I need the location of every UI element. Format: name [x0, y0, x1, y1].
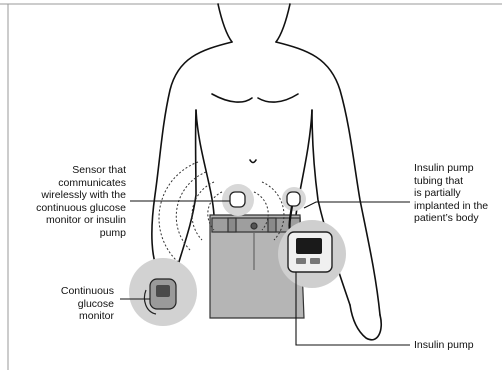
glucose-monitor	[129, 258, 197, 326]
torso-left	[196, 110, 214, 215]
pump-button-left	[296, 258, 306, 264]
left-arm-inner	[176, 110, 196, 272]
sensor-device	[230, 192, 245, 207]
tubing-site-patch	[287, 192, 300, 206]
monitor-screen	[156, 285, 170, 297]
signal-arc-3	[176, 172, 206, 250]
pump-button-right	[310, 258, 320, 264]
right-hand	[350, 305, 381, 340]
jeans-button	[251, 223, 257, 229]
pump-screen	[296, 238, 322, 254]
neck-right	[276, 4, 290, 42]
neck-left	[218, 4, 232, 42]
sensor-label: Sensor that communicates wirelessly with…	[14, 164, 126, 239]
sensor	[222, 184, 254, 216]
belt-loop-right	[268, 218, 276, 232]
navel	[250, 160, 256, 163]
tubing-label: Insulin pump tubing that is partially im…	[414, 162, 502, 225]
chest-right	[258, 94, 298, 102]
belt-loop-left	[228, 218, 236, 232]
insulin-pump	[278, 220, 346, 288]
chest-left	[212, 94, 252, 102]
insulin-pump-label: Insulin pump	[414, 339, 502, 352]
glucose-monitor-label: Continuous glucose monitor	[14, 285, 114, 323]
